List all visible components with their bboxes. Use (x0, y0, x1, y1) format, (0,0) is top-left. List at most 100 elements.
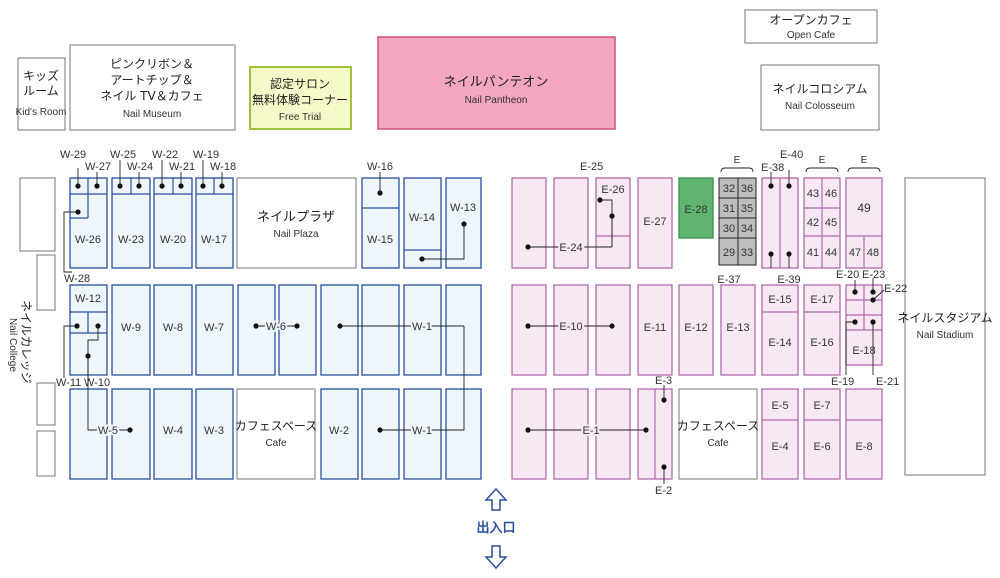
nail-stadium[interactable]: ネイルスタジアム Nail Stadium (897, 177, 993, 476)
stadium-en: Nail Stadium (917, 330, 974, 341)
plaza-label: ネイルプラザ (257, 210, 335, 225)
booth-e-39: E-39 (777, 274, 800, 286)
booth-e-group-3: E (861, 155, 868, 166)
free-trial[interactable]: 認定サロン 無料体験コーナー Free Trial (249, 66, 352, 130)
booth-labels-west: W-29 W-27 W-25 W-24 W-22 W-21 W-19 W-18 … (56, 149, 476, 439)
booth-w-26: W-26 (75, 234, 101, 246)
booth-30: 30 (723, 223, 735, 235)
booth-e-6: E-6 (813, 441, 830, 453)
booth-34: 34 (741, 223, 753, 235)
booth-w-17: W-17 (201, 234, 227, 246)
entrance-label: 出入口 (476, 520, 515, 536)
booth-36: 36 (741, 183, 753, 195)
booth-e-28: E-28 (684, 204, 707, 216)
booth-w-3: W-3 (204, 425, 224, 437)
booth-e-26: E-26 (601, 184, 624, 196)
booth-e-27: E-27 (643, 216, 666, 228)
kids-room-label-2: ルーム (23, 84, 59, 98)
booth-w-2: W-2 (329, 425, 349, 437)
booth-48: 48 (867, 247, 879, 259)
booth-e-2: E-2 (655, 485, 672, 497)
entrance[interactable]: 出入口 (476, 487, 516, 570)
colosseum-en: Nail Colosseum (785, 101, 855, 112)
booth-e-10: E-10 (559, 321, 582, 333)
group-braces (720, 167, 881, 173)
booth-w-10: W-10 (84, 377, 110, 389)
booth-49: 49 (857, 201, 871, 215)
booth-w-7: W-7 (204, 322, 224, 334)
booth-w-8: W-8 (163, 322, 183, 334)
booth-e-4: E-4 (771, 441, 788, 453)
booth-e-22: E-22 (884, 283, 907, 295)
booth-labels-east: E-25 E-26 E-24 E-27 E-28 E E-40 E-38 E E… (557, 149, 907, 497)
nail-college-area: ネイルカレッジ Nail College (7, 177, 56, 477)
pantheon-label: ネイルパンテオン (444, 75, 549, 90)
pantheon-en: Nail Pantheon (465, 95, 528, 106)
kids-room-label-1: キッズ (23, 68, 59, 83)
nail-colosseum[interactable]: ネイルコロシアム Nail Colosseum (760, 64, 880, 131)
cafe-space-east[interactable]: カフェスペース Cafe (677, 388, 760, 480)
booth-w-14: W-14 (409, 212, 435, 224)
booth-w-23: W-23 (118, 234, 144, 246)
booth-w-4: W-4 (163, 425, 183, 437)
booth-e-37: E-37 (717, 274, 740, 286)
entrance-up-arrow-icon (484, 487, 508, 511)
nail-pantheon[interactable]: ネイルパンテオン Nail Pantheon (377, 36, 616, 130)
booth-w-28: W-28 (64, 273, 90, 285)
booth-w-29: W-29 (60, 149, 86, 161)
booth-w-27: W-27 (85, 161, 111, 173)
booth-e-7: E-7 (813, 400, 830, 412)
booth-e-3: E-3 (655, 375, 672, 387)
kids-room-en: Kid's Room (16, 107, 67, 118)
stadium-label: ネイルスタジアム (897, 311, 992, 325)
booth-e-23: E-23 (862, 269, 885, 281)
kids-room[interactable]: キッズ ルーム Kid's Room (16, 57, 67, 131)
booth-w-25: W-25 (110, 149, 136, 161)
booth-e-group-1: E (734, 155, 741, 166)
booth-29: 29 (723, 247, 735, 259)
booth-dots (74, 183, 876, 470)
booth-w-19: W-19 (193, 149, 219, 161)
booth-41: 41 (807, 247, 819, 259)
booth-w-6: W-6 (266, 321, 286, 333)
trial-label-1: 認定サロン (270, 76, 330, 91)
booth-w-9: W-9 (121, 322, 141, 334)
booth-43: 43 (807, 188, 819, 200)
cafe-west-en: Cafe (265, 438, 287, 449)
trial-en: Free Trial (279, 112, 321, 123)
booth-e-8: E-8 (855, 441, 872, 453)
booth-e-15: E-15 (768, 294, 791, 306)
booth-31: 31 (723, 203, 735, 215)
cafe-space-west[interactable]: カフェスペース Cafe (235, 388, 318, 480)
booth-w-5: W-5 (98, 425, 118, 437)
booth-w-11: W-11 (56, 377, 81, 389)
booth-w-1-lower: W-1 (412, 425, 432, 437)
nail-museum[interactable]: ピンクリボン＆ アートチップ＆ ネイル TV＆カフェ Nail Museum (69, 44, 236, 131)
college-en: Nail College (7, 318, 18, 372)
booth-w-13: W-13 (450, 202, 476, 214)
booth-e-40: E-40 (780, 149, 803, 161)
booth-32: 32 (723, 183, 735, 195)
cafe-east-label: カフェスペース (677, 419, 760, 433)
trial-label-2: 無料体験コーナー (252, 92, 348, 107)
museum-label-3: ネイル TV＆カフェ (100, 89, 203, 103)
museum-en: Nail Museum (123, 109, 181, 120)
opencafe-label: オープンカフェ (769, 13, 852, 27)
cafe-west-label: カフェスペース (235, 419, 318, 433)
booth-e-18: E-18 (852, 345, 875, 357)
booth-w-22: W-22 (152, 149, 178, 161)
booth-e-13: E-13 (726, 322, 749, 334)
booth-47: 47 (849, 247, 861, 259)
nail-plaza[interactable]: ネイルプラザ Nail Plaza (236, 177, 357, 269)
cafe-east-en: Cafe (707, 438, 729, 449)
open-cafe[interactable]: オープンカフェ Open Cafe (744, 9, 878, 44)
museum-label-1: ピンクリボン＆ (110, 57, 194, 71)
entrance-down-arrow-icon (484, 545, 508, 570)
booth-e-16: E-16 (810, 337, 833, 349)
booth-w-16: W-16 (367, 161, 393, 173)
booth-e-1: E-1 (582, 425, 599, 437)
booth-46: 46 (825, 188, 837, 200)
college-label: ネイルカレッジ (19, 300, 33, 384)
booth-w-21: W-21 (169, 161, 195, 173)
